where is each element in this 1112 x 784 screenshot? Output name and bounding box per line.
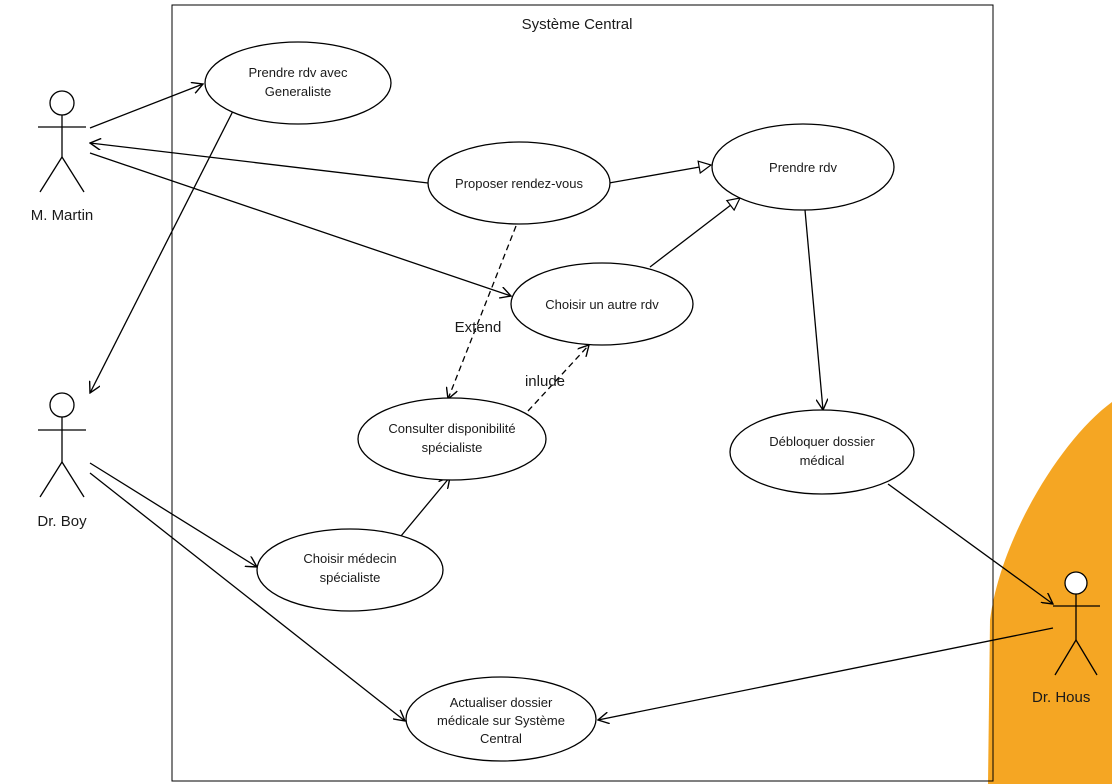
- martin-to-autre-rdv: [89, 152, 511, 296]
- consulter-include-autre: [527, 345, 589, 412]
- rdv-generaliste-to-boy: [90, 110, 234, 393]
- use-case-label: Prendre rdv: [769, 160, 837, 175]
- proposer-to-martin: [90, 143, 429, 184]
- system-boundary: [171, 4, 994, 782]
- use-case-debloquer[interactable]: Débloquer dossier médical: [729, 409, 915, 495]
- actor-label-house: Dr. Hous: [1032, 689, 1090, 706]
- proposer-extend-consulter: [448, 225, 517, 399]
- use-case-label: médicale sur Système: [437, 713, 565, 728]
- actor-head: [49, 392, 75, 418]
- actor-label-boy: Dr. Boy: [37, 513, 87, 530]
- use-case-choisir-medecin[interactable]: Choisir médecin spécialiste: [256, 528, 444, 612]
- actor-leg-right: [1075, 639, 1098, 676]
- actor-leg-left: [39, 461, 63, 498]
- use-case-actualiser[interactable]: Actualiser dossier médicale sur Système …: [405, 676, 597, 762]
- use-case-label: médical: [800, 453, 845, 468]
- martin-to-rdv-generaliste: [89, 84, 203, 129]
- actor-leg-right: [61, 461, 85, 498]
- actor-leg-left: [1054, 639, 1077, 676]
- include-label: inlude: [525, 373, 565, 390]
- use-case-label: Choisir médecin: [303, 551, 396, 566]
- medecin-to-consulter: [395, 477, 450, 543]
- proposer-generalizes-prendre: [608, 165, 711, 184]
- autre-generalizes-prendre: [649, 198, 740, 268]
- actor-head: [1064, 571, 1088, 595]
- actor-dr-house[interactable]: [1053, 571, 1100, 676]
- use-case-label: spécialiste: [422, 440, 483, 455]
- use-case-label: Actualiser dossier: [450, 695, 553, 710]
- use-case-rdv-generaliste[interactable]: Prendre rdv avec Generaliste: [204, 41, 392, 125]
- highlight-blob: [988, 402, 1112, 784]
- actor-m-martin[interactable]: [38, 90, 86, 193]
- use-case-label: Consulter disponibilité: [388, 421, 515, 436]
- boy-to-actualiser: [89, 472, 405, 721]
- use-case-label: Proposer rendez-vous: [455, 176, 583, 191]
- connectors: [90, 84, 1053, 721]
- boy-to-choisir-medecin: [89, 462, 257, 567]
- use-case-label: Generaliste: [265, 84, 331, 99]
- actor-leg-left: [39, 156, 63, 193]
- prendre-to-debloquer: [804, 209, 823, 410]
- use-case-consulter[interactable]: Consulter disponibilité spécialiste: [357, 397, 547, 481]
- use-case-label: Choisir un autre rdv: [545, 297, 659, 312]
- debloquer-to-house: [887, 483, 1053, 604]
- house-to-actualiser: [598, 627, 1054, 720]
- use-case-proposer-rdv[interactable]: Proposer rendez-vous: [427, 141, 611, 225]
- use-case-label: Central: [480, 731, 522, 746]
- use-case-autre-rdv[interactable]: Choisir un autre rdv: [510, 262, 694, 346]
- actor-leg-right: [61, 156, 85, 193]
- extend-label: Extend: [455, 319, 502, 336]
- use-case-label: spécialiste: [320, 570, 381, 585]
- actor-head: [49, 90, 75, 116]
- actor-label-martin: M. Martin: [31, 207, 94, 224]
- system-title: Système Central: [522, 16, 633, 33]
- use-case-prendre-rdv[interactable]: Prendre rdv: [711, 123, 895, 211]
- use-case-label: Débloquer dossier: [769, 434, 875, 449]
- actor-dr-boy[interactable]: [38, 392, 86, 498]
- use-case-label: Prendre rdv avec: [249, 65, 348, 80]
